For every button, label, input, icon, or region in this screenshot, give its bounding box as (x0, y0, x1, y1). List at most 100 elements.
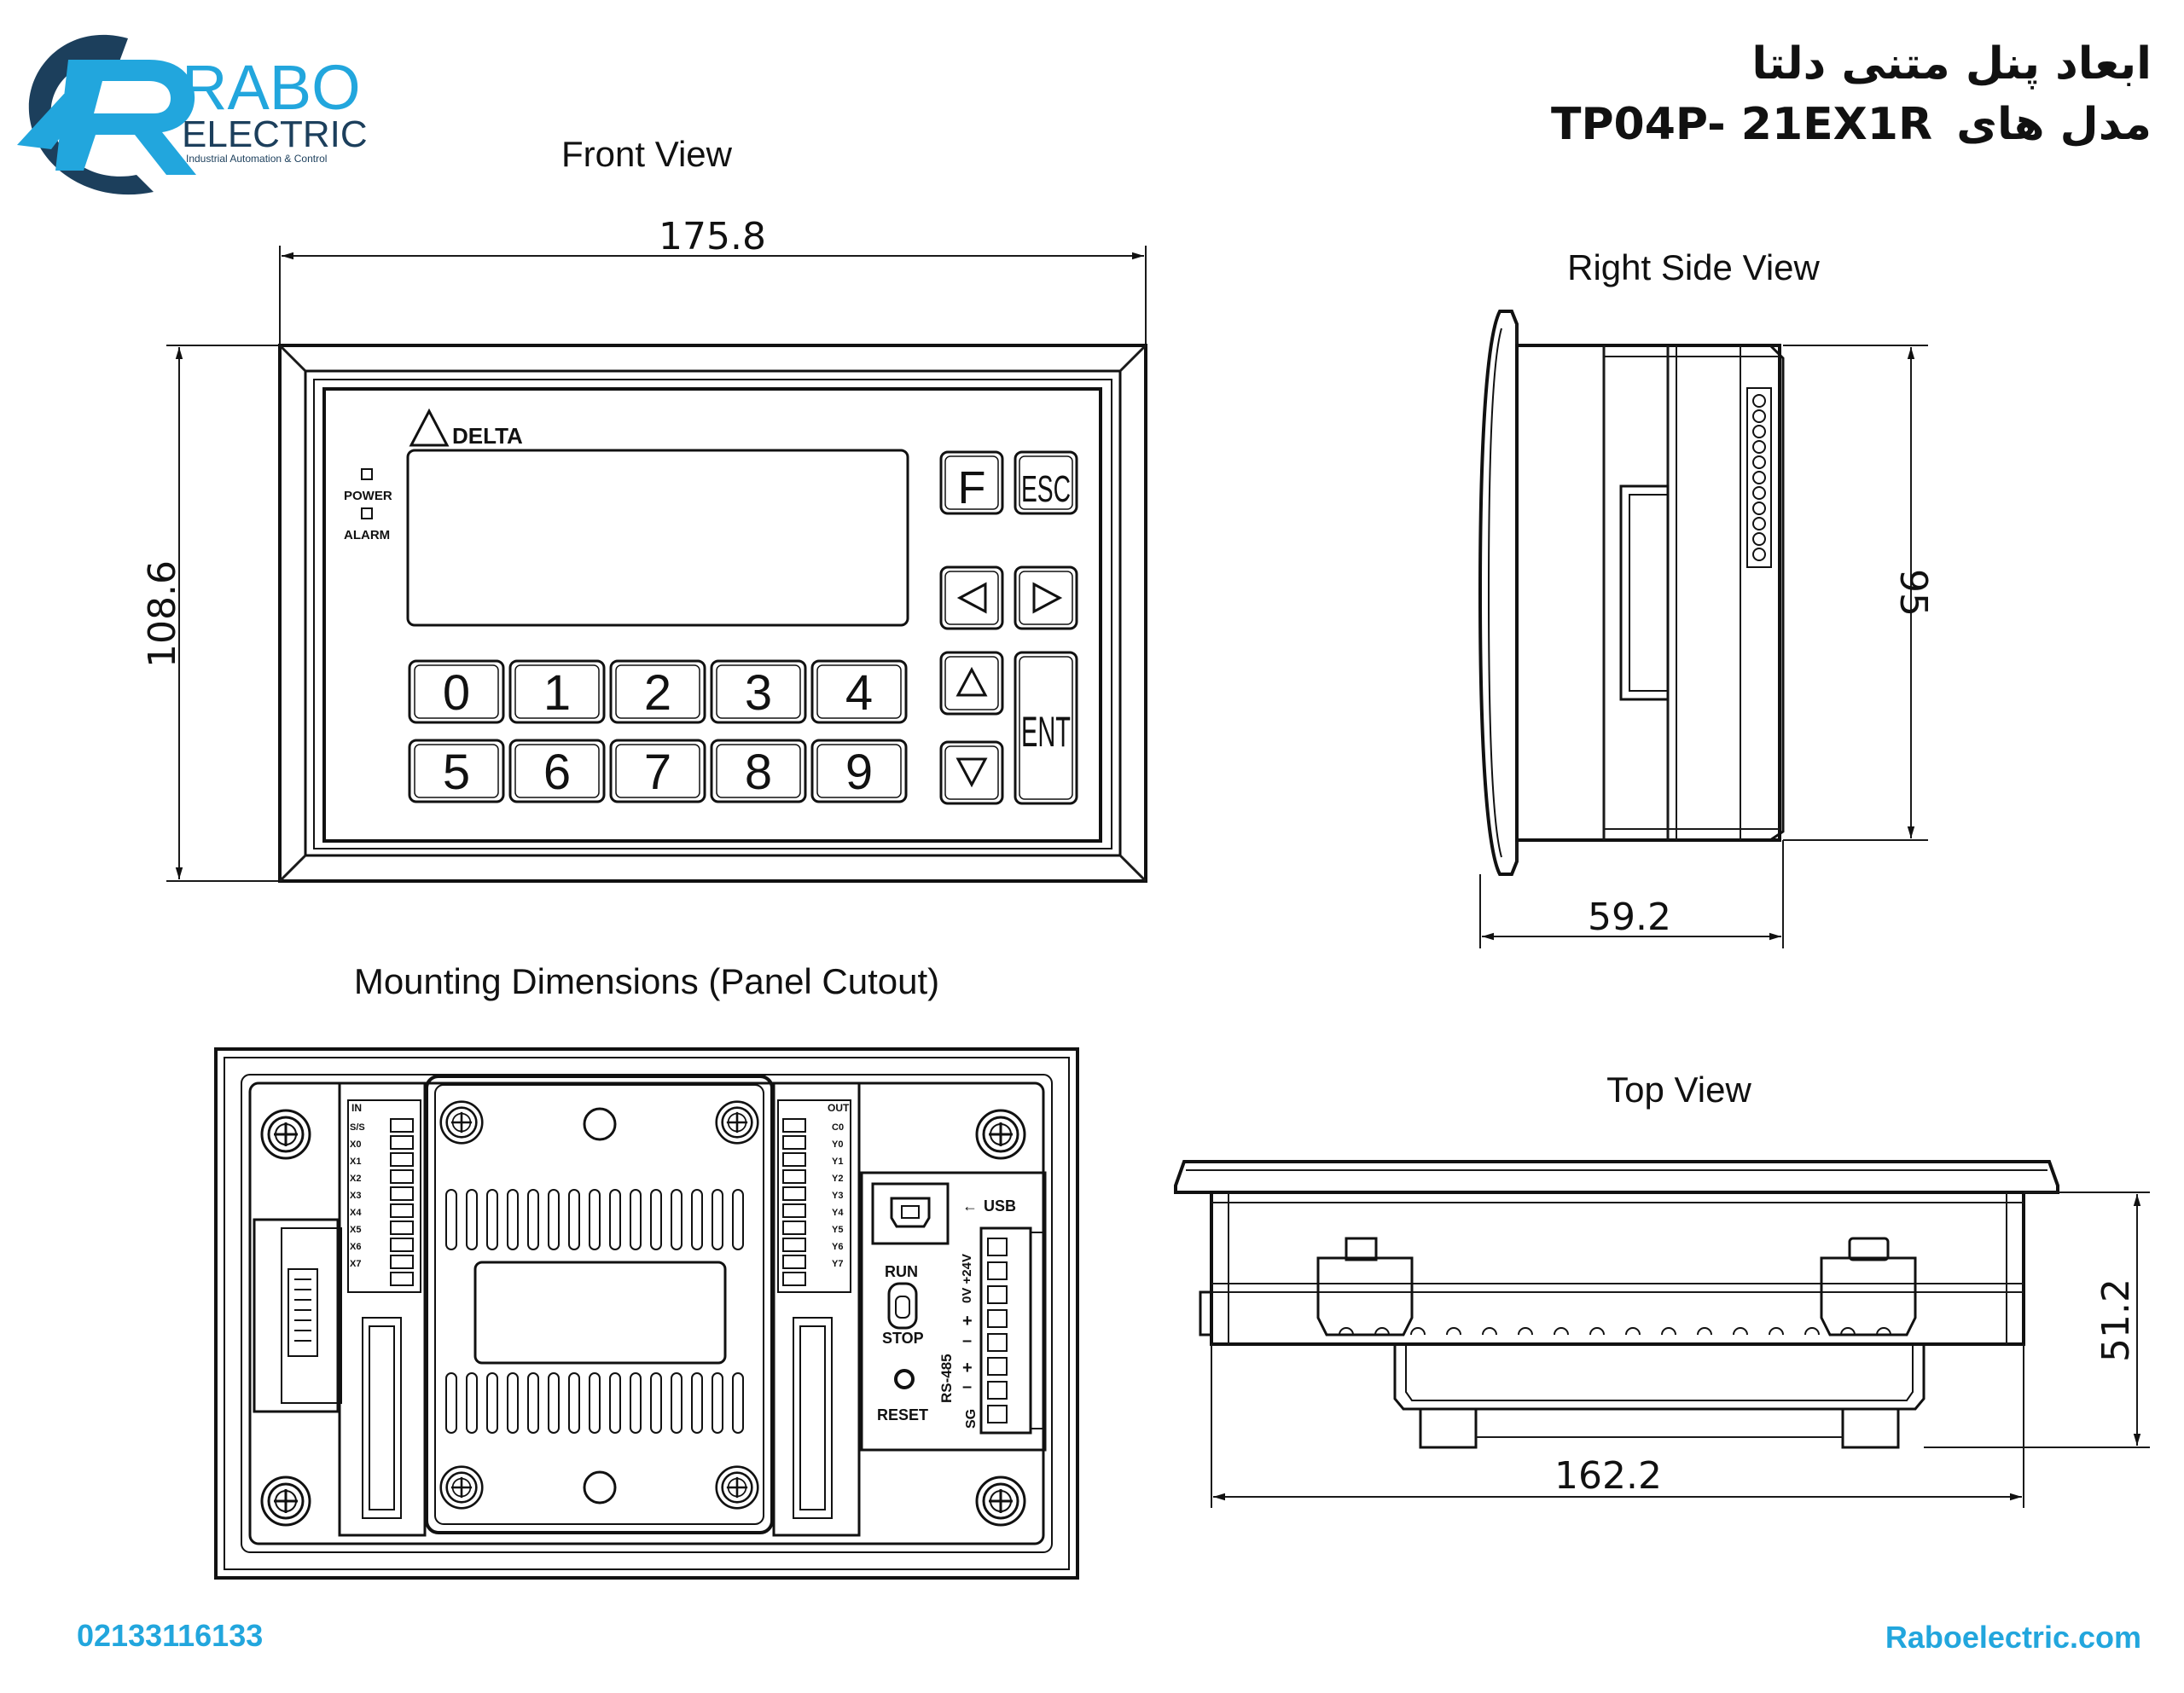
up-arrow-icon (956, 666, 988, 697)
digit-key-label: 1 (543, 665, 571, 721)
rs485-label: RS-485 (938, 1354, 955, 1403)
left-arrow-key[interactable] (939, 565, 1004, 630)
right-arrow-icon (1032, 582, 1063, 614)
top-width-dim: 162.2 (1554, 1454, 1662, 1498)
output-label: Y4 (832, 1208, 844, 1218)
top-rear-module (1393, 1344, 1926, 1411)
front-height-dim: 108.6 (141, 560, 184, 668)
in-label: IN (351, 1102, 362, 1114)
f-key[interactable]: F (939, 450, 1004, 515)
f-key-label: F (958, 462, 986, 513)
digit-key-8[interactable]: 8 (710, 739, 807, 803)
input-label: X7 (350, 1259, 361, 1269)
top-vent-bumps (1339, 1327, 1891, 1336)
rabo-logo-icon (17, 34, 196, 195)
alarm-led-label: ALARM (344, 528, 390, 542)
power-led-label: POWER (344, 489, 392, 503)
out-label: OUT (828, 1102, 850, 1114)
digit-key-label: 8 (745, 745, 772, 800)
top-view: Top View (1174, 1070, 2150, 1508)
digit-key-6[interactable]: 6 (508, 739, 606, 803)
input-label: X0 (350, 1139, 361, 1150)
digit-key-1[interactable]: 1 (508, 659, 606, 724)
output-label: Y0 (832, 1139, 843, 1150)
comms-panel (860, 1171, 1047, 1452)
input-label: X5 (350, 1225, 361, 1235)
top-height-dim: 51.2 (2094, 1278, 2138, 1362)
mounting-view: Mounting Dimensions (Panel Cutout) IN S/… (214, 961, 1079, 1580)
rear-outer-frame (214, 1047, 1079, 1580)
up-arrow-key[interactable] (939, 651, 1004, 716)
corner-screw-bottom-left (260, 1476, 311, 1527)
output-label: Y3 (832, 1191, 843, 1201)
input-label: X1 (350, 1157, 361, 1167)
lcd-screen (406, 449, 909, 627)
top-body (1210, 1191, 2025, 1346)
ent-key-label: ENT (1021, 708, 1071, 756)
mount-clip-right (1820, 1256, 1917, 1336)
digit-key-3[interactable]: 3 (710, 659, 807, 724)
digit-key-4[interactable]: 4 (810, 659, 908, 724)
side-height-dim: 95 (1891, 569, 1935, 617)
footer-phone[interactable]: 02133116133 (77, 1618, 263, 1653)
digit-key-2[interactable]: 2 (609, 659, 706, 724)
digit-key-label: 6 (543, 745, 571, 800)
input-terminal-labels: S/S X0 X1 X2 X3 X4 X5 X6 X7 (350, 1122, 365, 1269)
brand-name-line2: ELECTRIC (182, 113, 368, 155)
output-label: Y6 (832, 1242, 843, 1252)
esc-key[interactable]: ESC (1014, 450, 1078, 515)
reset-button[interactable] (894, 1369, 915, 1389)
digit-key-5[interactable]: 5 (408, 739, 505, 803)
esc-key-label: ESC (1021, 468, 1071, 510)
alarm-led (361, 507, 373, 519)
corner-screw-top-left (260, 1109, 311, 1160)
output-terminal-labels: C0 Y0 Y1 Y2 Y3 Y4 Y5 Y6 Y7 (832, 1122, 844, 1269)
label-recess (473, 1261, 727, 1365)
side-bezel (1478, 310, 1519, 876)
left-arrow-icon (956, 582, 987, 614)
header-model: TP04P- 21EX1R (1551, 99, 1932, 150)
ent-key[interactable]: ENT (1014, 651, 1078, 805)
down-arrow-icon (956, 757, 988, 788)
right-arrow-key[interactable] (1014, 565, 1078, 630)
mounting-view-title: Mounting Dimensions (Panel Cutout) (354, 961, 939, 1001)
corner-screw-top-right (975, 1109, 1026, 1160)
input-terminal-block (390, 1118, 414, 1286)
digit-key-label: 9 (845, 745, 873, 800)
digit-key-9[interactable]: 9 (810, 739, 908, 803)
down-arrow-key[interactable] (939, 740, 1004, 805)
reset-label: RESET (877, 1406, 928, 1423)
footer-website[interactable]: Raboelectric.com (1885, 1620, 2141, 1655)
side-body (1515, 344, 1781, 842)
terminal-screws-side (1752, 394, 1766, 561)
brand-tagline: Industrial Automation & Control (186, 153, 327, 165)
input-label: X3 (350, 1191, 361, 1201)
delta-logo: DELTA (409, 408, 523, 449)
output-label: C0 (832, 1122, 844, 1133)
output-terminal-block (782, 1118, 806, 1286)
top-bezel (1174, 1160, 2059, 1194)
input-label: X4 (350, 1208, 362, 1218)
digit-key-label: 3 (745, 665, 772, 721)
header-title-line1: ابعاد پنل متنی دلتا (1751, 38, 2152, 90)
terminal-mark: – (962, 1377, 972, 1396)
digit-key-label: 0 (443, 665, 470, 721)
run-label: RUN (885, 1263, 918, 1280)
corner-screw-bottom-right (975, 1476, 1026, 1527)
digit-key-label: 2 (644, 665, 671, 721)
output-label: Y2 (832, 1174, 843, 1184)
input-label: X2 (350, 1174, 361, 1184)
digit-key-label: 5 (443, 745, 470, 800)
side-connector-port (288, 1268, 318, 1357)
digit-key-7[interactable]: 7 (609, 739, 706, 803)
run-stop-switch[interactable] (887, 1282, 918, 1330)
digit-key-0[interactable]: 0 (408, 659, 505, 724)
terminal-mark: + (962, 1359, 973, 1377)
digit-key-label: 7 (644, 745, 671, 800)
input-label: S/S (350, 1122, 365, 1133)
vent-slots-bottom (445, 1372, 744, 1434)
power-led (361, 468, 373, 480)
delta-logo-text: DELTA (452, 423, 523, 449)
front-view-title: Front View (561, 134, 733, 174)
